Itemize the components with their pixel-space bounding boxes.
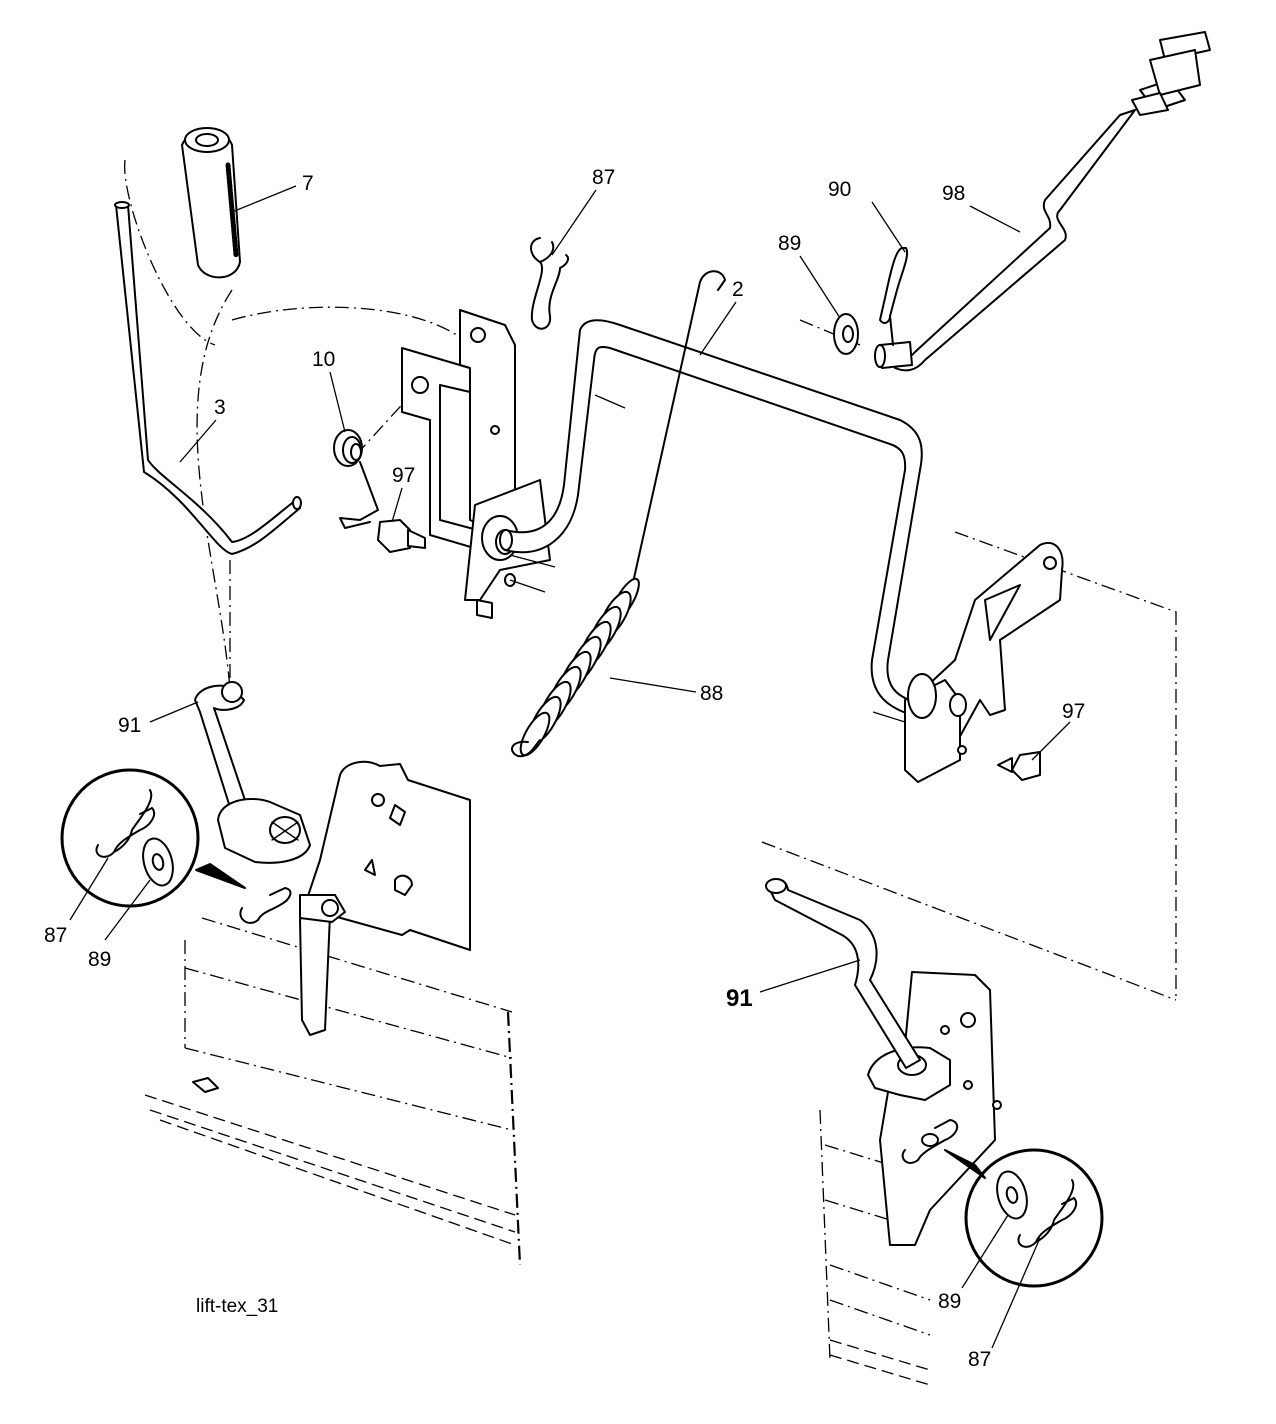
spring-coils xyxy=(519,577,640,757)
figure-code: lift-tex_31 xyxy=(196,1296,278,1317)
callout-91-right: 91 xyxy=(726,985,753,1012)
detail-circle-left xyxy=(60,768,246,908)
lift-shaft-part-2 xyxy=(499,319,931,721)
callout-88: 88 xyxy=(700,682,723,705)
lift-bracket-right xyxy=(872,542,1064,783)
torsion-spring-part-10 xyxy=(333,429,379,529)
bolt-part-97-left xyxy=(377,519,426,553)
callout-3: 3 xyxy=(214,396,226,419)
callout-2: 2 xyxy=(732,278,744,301)
callout-91-left: 91 xyxy=(118,714,141,737)
callout-leaders xyxy=(69,185,1071,1349)
cotter-pin-part-90 xyxy=(879,247,908,346)
callout-87-detail-left: 87 xyxy=(44,924,67,947)
extension-spring-part-88 xyxy=(511,270,726,758)
lift-lever-part-3 xyxy=(114,201,302,555)
callout-labels: 7 87 90 98 89 2 10 3 97 88 97 91 87 89 9… xyxy=(44,166,1085,1371)
deck-bracket-left xyxy=(192,760,471,1093)
deck-bracket-right xyxy=(765,878,1002,1246)
bolt-part-97-right xyxy=(997,751,1041,781)
washer-part-89-top xyxy=(833,313,859,355)
callout-89-detail-right: 89 xyxy=(938,1290,961,1313)
lever-bracket xyxy=(401,309,556,619)
callout-90: 90 xyxy=(828,178,851,201)
callout-97-left: 97 xyxy=(392,464,415,487)
handle-grip-part-7 xyxy=(181,127,241,279)
callout-87-top: 87 xyxy=(592,166,615,189)
callout-98: 98 xyxy=(942,182,965,205)
callout-87-detail-right: 87 xyxy=(968,1348,991,1371)
lift-link-rod-part-98 xyxy=(874,31,1211,372)
callout-89-detail-left: 89 xyxy=(88,948,111,971)
callout-10: 10 xyxy=(312,348,335,371)
callout-7: 7 xyxy=(302,172,314,195)
hairpin-clip-part-87-top xyxy=(530,237,569,330)
detail-circle-right xyxy=(944,1148,1104,1288)
callout-89-top: 89 xyxy=(778,232,801,255)
callout-97-right: 97 xyxy=(1062,700,1085,723)
